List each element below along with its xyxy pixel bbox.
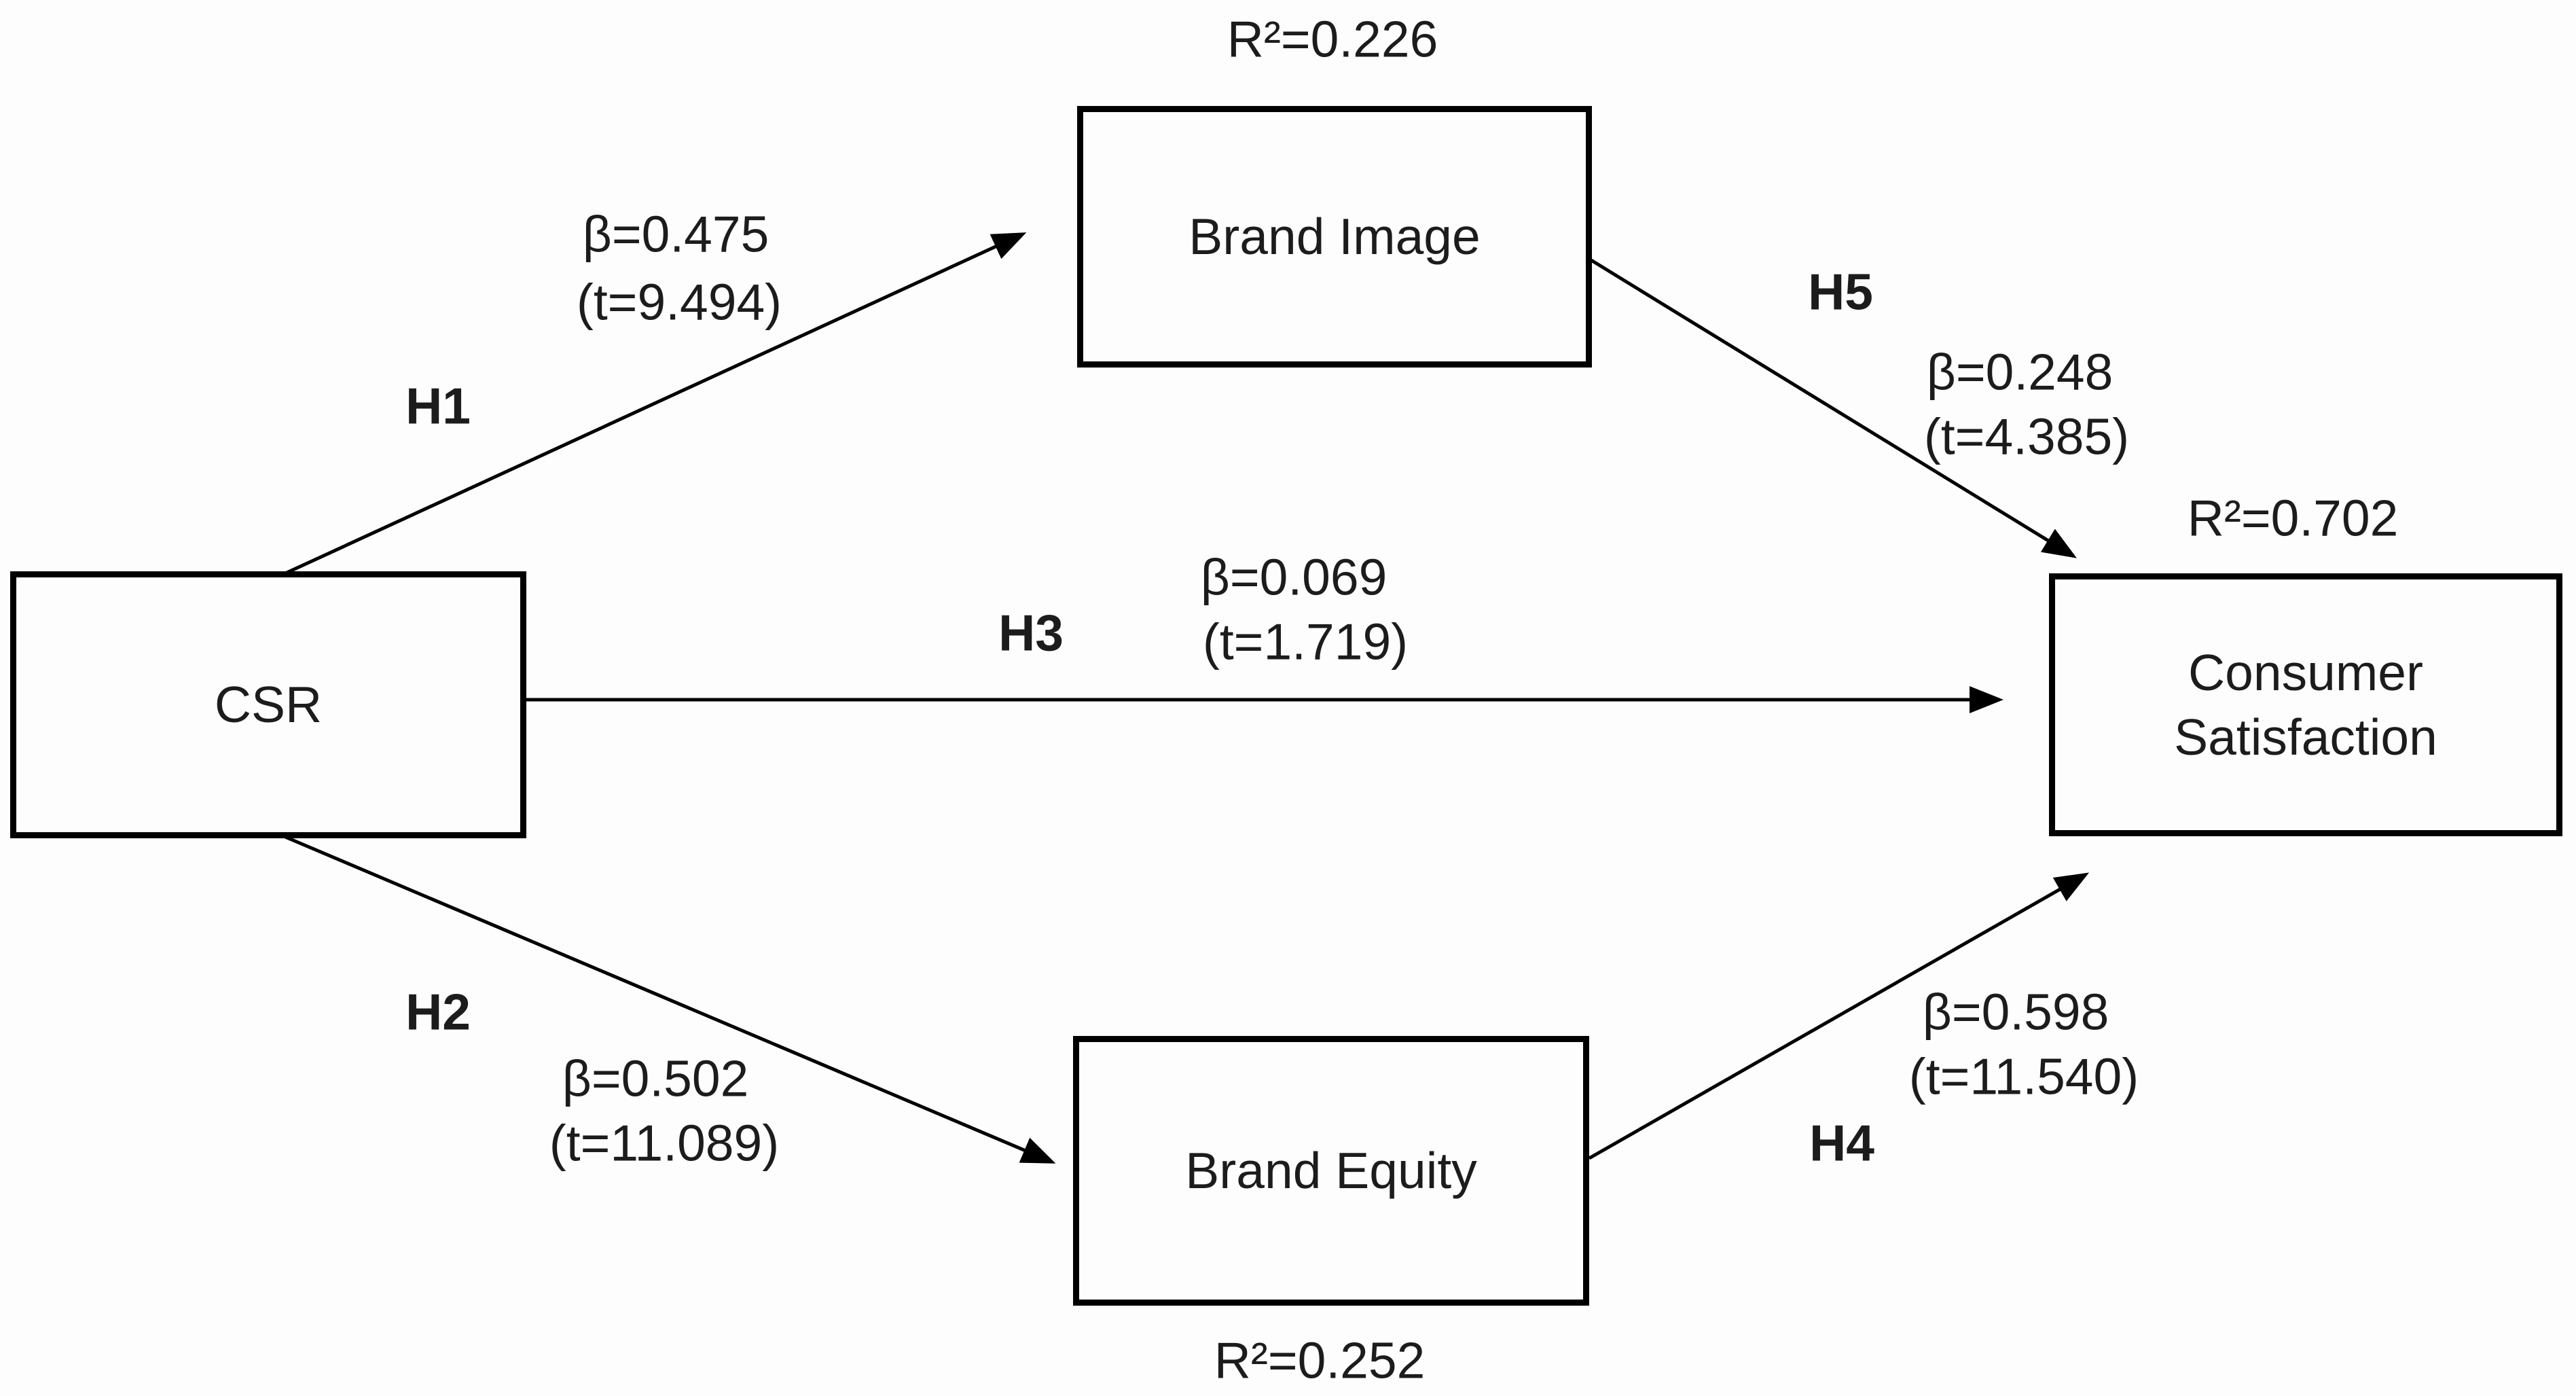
h3-beta: β=0.069 [1200, 548, 1387, 606]
brand-equity-r2: R²=0.252 [1214, 1331, 1426, 1389]
csr-label: CSR [214, 676, 323, 733]
h5-beta: β=0.248 [1926, 343, 2114, 401]
h3-t-value: (t=1.719) [1202, 613, 1409, 670]
consumer-satisfaction-label: Consumer Satisfaction [2174, 643, 2437, 766]
h4-label: H4 [1809, 1114, 1874, 1172]
h2-arrow [285, 835, 1056, 1164]
h1-arrow [284, 232, 1027, 575]
node-brand-image: Brand Image [1077, 106, 1592, 368]
h5-t-value: (t=4.385) [1923, 408, 2130, 465]
brand-image-label: Brand Image [1189, 208, 1481, 265]
h5-arrow [1586, 256, 2077, 558]
h1-beta: β=0.475 [582, 205, 769, 263]
consumer-satisfaction-r2: R²=0.702 [2187, 489, 2399, 547]
h3-label: H3 [998, 604, 1064, 662]
h5-label: H5 [1808, 263, 1873, 321]
brand-equity-label: Brand Equity [1185, 1142, 1477, 1199]
node-brand-equity: Brand Equity [1073, 1036, 1589, 1306]
h1-label: H1 [405, 377, 471, 435]
h2-beta: β=0.502 [562, 1050, 749, 1107]
node-consumer-satisfaction: Consumer Satisfaction [2049, 573, 2562, 836]
h4-t-value: (t=11.540) [1908, 1048, 2139, 1105]
h1-t-value: (t=9.494) [576, 273, 782, 331]
h2-t-value: (t=11.089) [549, 1114, 780, 1172]
h4-beta: β=0.598 [1922, 983, 2109, 1041]
h4-arrow [1588, 872, 2090, 1160]
brand-image-r2: R²=0.226 [1227, 10, 1438, 68]
h2-label: H2 [405, 983, 471, 1041]
node-csr: CSR [10, 571, 526, 838]
